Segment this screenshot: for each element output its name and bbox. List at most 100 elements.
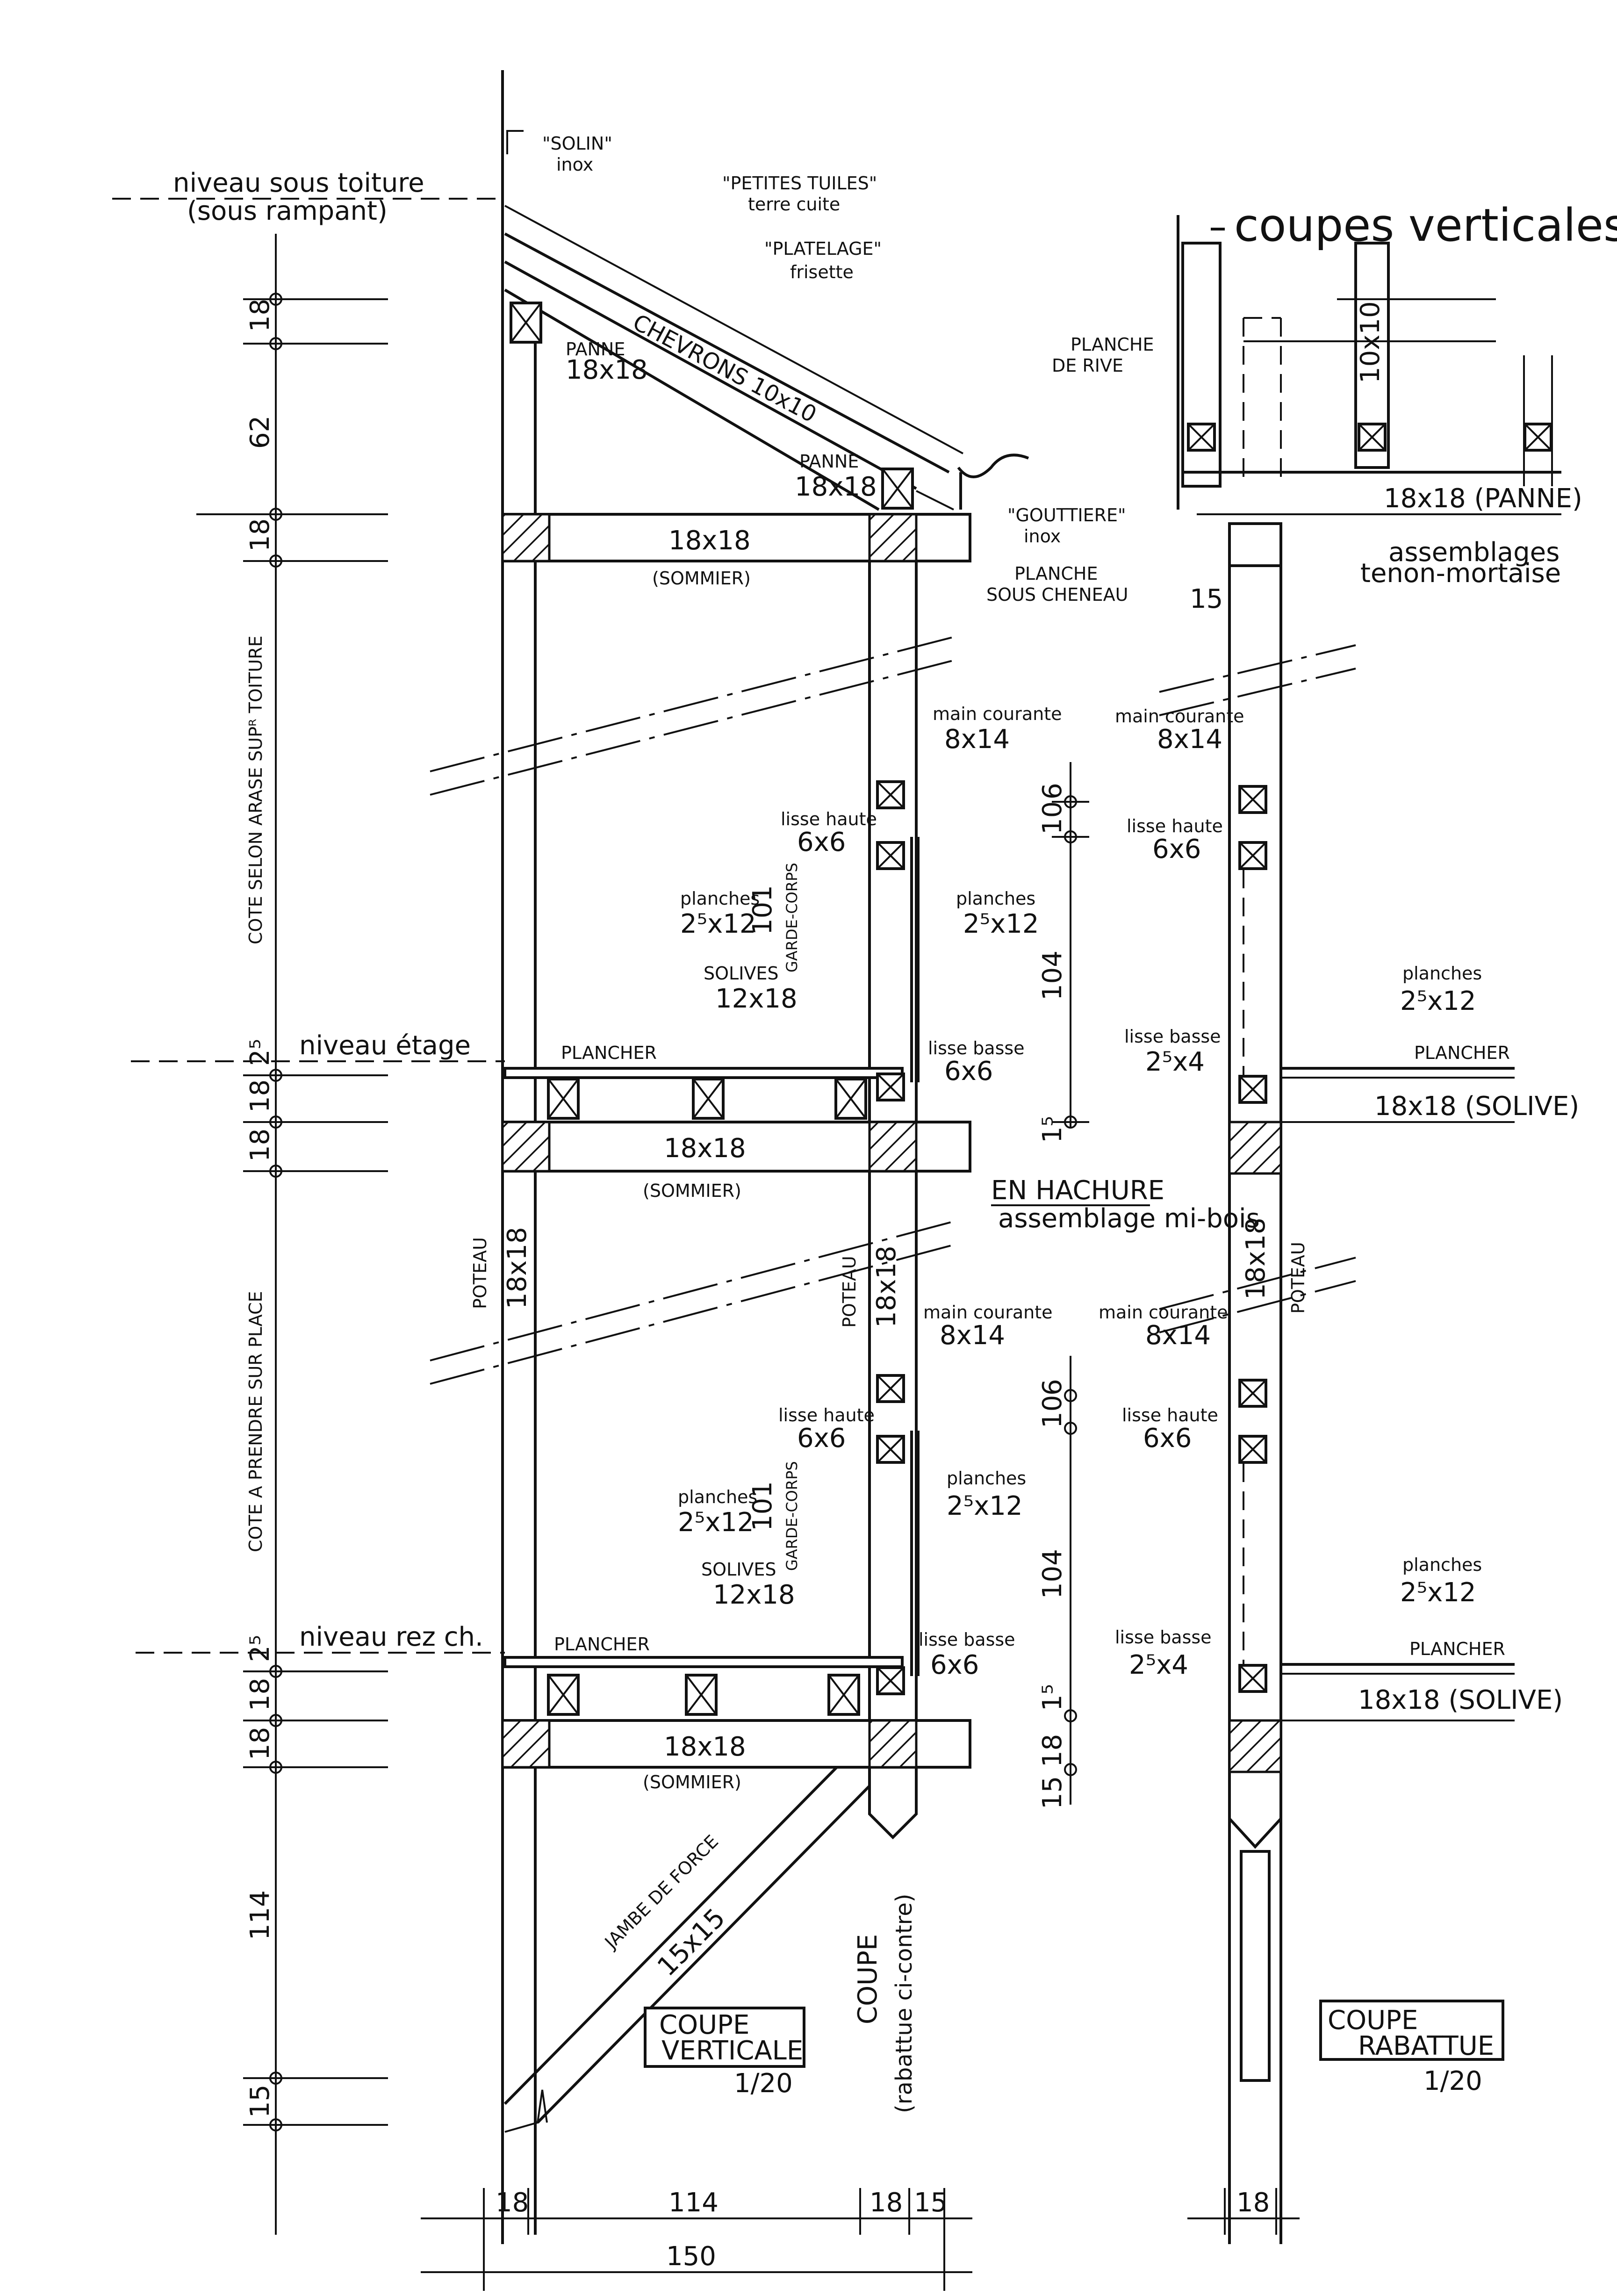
left-dimension-chain — [196, 234, 388, 2235]
etage-garde-corps: GARDE-CORPS — [783, 863, 801, 972]
etage-planches-left-dim: 2⁵x12 — [680, 909, 756, 939]
side-lisse-basse-2: lisse basse — [1115, 1627, 1212, 1648]
level-roof: niveau sous toiture — [173, 168, 424, 198]
side-main-courante-dim: 8x14 — [1157, 724, 1222, 755]
rez-lisse-basse: lisse basse — [919, 1629, 1015, 1650]
rez-plancher: PLANCHER — [554, 1634, 650, 1655]
rez-sommier-label: (SOMMIER) — [643, 1772, 741, 1792]
dim-left-18c: 18 — [245, 1080, 275, 1113]
etage-sommier-label: (SOMMIER) — [643, 1180, 741, 1201]
side-chevron-dim: 10x10 — [1355, 301, 1386, 383]
dim-bottom-15: 15 — [914, 2188, 947, 2218]
chevrons-label: CHEVRONS 10x10 — [628, 309, 820, 428]
hatch-note-sub: assemblage mi-bois — [998, 1203, 1260, 1234]
top-sommier-dim: 18x18 — [668, 525, 751, 556]
title-block-rabattue-l1: COUPE — [1328, 2005, 1418, 2036]
rez-planches-left: planches — [678, 1487, 757, 1507]
etage-planches-right: planches — [956, 888, 1035, 909]
rez-main-courante: main courante — [923, 1302, 1053, 1323]
dim-bottom-150: 150 — [666, 2241, 716, 2272]
side-poteau-dim: 18x18 — [1241, 1217, 1271, 1300]
rez-planches-left-dim: 2⁵x12 — [678, 1507, 754, 1538]
side-solive-dim-2: 18x18 (SOLIVE) — [1358, 1685, 1563, 1715]
side-planches-2: planches — [1402, 1555, 1482, 1575]
deck-mat: frisette — [790, 262, 854, 282]
poteau-right-label: POTEAU — [839, 1256, 860, 1328]
solin-mat: inox — [556, 154, 593, 175]
gutter-board-label2: SOUS CHENEAU — [986, 584, 1128, 605]
rez-solives: SOLIVES — [701, 1559, 776, 1580]
side-tenon: tenon-mortaise — [1360, 558, 1561, 589]
dim-left-18e: 18 — [245, 1678, 275, 1711]
etage-main-courante-dim: 8x14 — [944, 724, 1010, 755]
etage-lisse-haute: lisse haute — [781, 809, 877, 829]
level-ground: niveau rez ch. — [299, 1622, 483, 1652]
dim-mid-15a: 1⁵ — [1037, 1116, 1068, 1143]
side-lisse-haute-dim: 6x6 — [1152, 834, 1201, 864]
etage-solives-dim: 12x18 — [715, 984, 798, 1014]
title-block-vertical-l1: COUPE — [659, 2010, 749, 2040]
rez-lisse-haute-dim: 6x6 — [797, 1423, 846, 1454]
etage-garde-corps-dim: 101 — [747, 885, 778, 935]
mid-dimension-chain — [1052, 762, 1089, 1805]
side-planche-rive2: DE RIVE — [1052, 355, 1123, 376]
etage-main-courante: main courante — [933, 704, 1062, 724]
gutter-mat: inox — [1024, 526, 1061, 547]
side-main-courante-2-dim: 8x14 — [1145, 1320, 1211, 1351]
note-cote-toiture: COTE SELON ARASE SUPᴿ TOITURE — [245, 636, 266, 945]
side-planche-rive: PLANCHE — [1071, 334, 1154, 355]
etage-solives: SOLIVES — [704, 963, 779, 984]
etage-lisse-basse: lisse basse — [928, 1038, 1025, 1058]
side-lisse-basse-1: lisse basse — [1124, 1026, 1221, 1047]
rez-garde-corps-dim: 101 — [747, 1481, 778, 1531]
dim-mid-18: 18 — [1037, 1734, 1068, 1767]
title-block-vertical-scale: 1/20 — [734, 2068, 793, 2099]
dim-left-18b: 18 — [245, 518, 275, 552]
side-dim-18: 18 — [1236, 2188, 1270, 2218]
tiles-mat: terre cuite — [748, 194, 840, 215]
side-planches-1-dim: 2⁵x12 — [1400, 986, 1476, 1016]
level-floor: niveau étage — [299, 1030, 471, 1061]
rez-lisse-basse-dim: 6x6 — [930, 1650, 979, 1680]
panne2-dim: 18x18 — [795, 472, 877, 502]
side-planches-2-dim: 2⁵x12 — [1400, 1577, 1476, 1608]
dim-left-18a: 18 — [245, 299, 275, 332]
dim-left-18d: 18 — [245, 1129, 275, 1162]
rez-solives-dim: 12x18 — [713, 1580, 795, 1610]
side-main-courante: main courante — [1115, 706, 1244, 727]
side-lisse-haute-2: lisse haute — [1122, 1405, 1218, 1425]
etage-planches-right-dim: 2⁵x12 — [963, 909, 1039, 939]
dim-left-18f: 18 — [245, 1727, 275, 1760]
side-lisse-haute-2-dim: 6x6 — [1143, 1423, 1192, 1454]
dim-bottom-114: 114 — [668, 2188, 719, 2218]
title-block-rabattue-l2: RABATTUE — [1358, 2031, 1494, 2061]
side-lisse-basse-2-dim: 2⁵x4 — [1129, 1650, 1188, 1680]
etage-lisse-basse-dim: 6x6 — [944, 1056, 993, 1087]
dim-bottom-18b: 18 — [870, 2188, 903, 2218]
level-roof-sub: (sous rampant) — [187, 196, 388, 226]
deck-label: "PLATELAGE" — [764, 238, 882, 259]
poteau-right-dim: 18x18 — [871, 1245, 902, 1328]
side-main-courante-2: main courante — [1099, 1302, 1228, 1323]
dim-mid-15c: 15 — [1037, 1776, 1068, 1809]
title-block-vertical — [644, 2007, 805, 2068]
side-panne-dim: 18x18 (PANNE) — [1384, 483, 1582, 514]
floor-rez — [501, 1375, 971, 2133]
side-poteau: POTEAU — [1288, 1242, 1308, 1314]
rez-garde-corps: GARDE-CORPS — [783, 1461, 801, 1571]
title-block-rabattue-scale: 1/20 — [1423, 2066, 1482, 2096]
poteau-left-dim: 18x18 — [502, 1227, 532, 1309]
side-lisse-haute: lisse haute — [1127, 816, 1223, 836]
dim-left-62: 62 — [245, 416, 275, 449]
panne1-dim: 18x18 — [566, 355, 648, 385]
top-sommier — [501, 513, 971, 562]
tiles-label: "PETITES TUILES" — [722, 173, 877, 194]
dim-mid-10a: 10 — [1037, 801, 1068, 835]
dim-left-25b: 2⁵ — [245, 1635, 275, 1662]
side-assemblages: assemblages — [1388, 537, 1560, 568]
level-lines — [112, 198, 505, 1654]
dim-bottom-18a: 18 — [496, 2188, 529, 2218]
title-block-rabattue — [1319, 2000, 1504, 2061]
coupe-rabattue-sub: (rabattue ci-contre) — [891, 1893, 917, 2113]
